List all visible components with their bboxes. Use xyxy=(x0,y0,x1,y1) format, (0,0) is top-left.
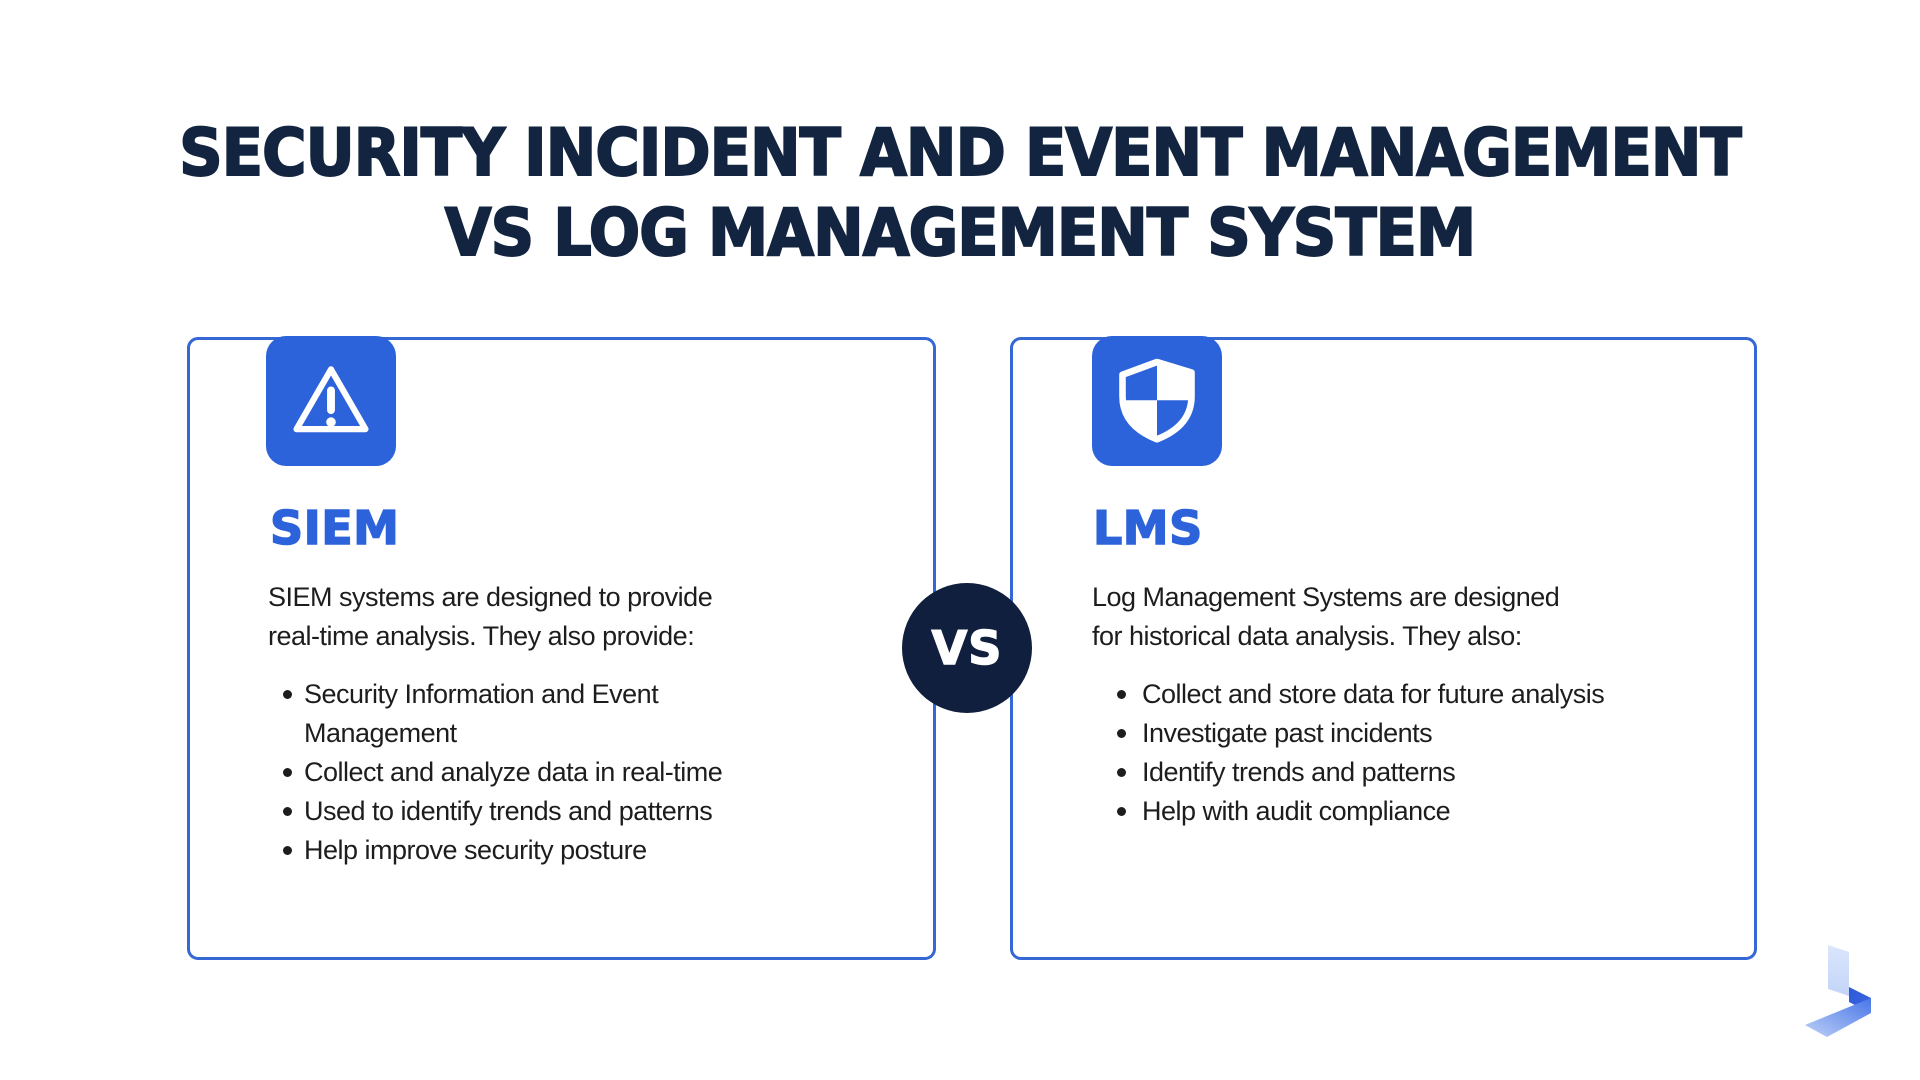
text-line: Collect and store data for future analys… xyxy=(1142,679,1605,709)
text-line: Help with audit compliance xyxy=(1142,796,1451,826)
bullet-item: Identify trends and patterns xyxy=(1093,753,1604,792)
bullet-item: Used to identify trends and patterns xyxy=(270,792,722,831)
lms-bullet-list: Collect and store data for future analys… xyxy=(1093,675,1605,831)
bullet-item: Help with audit compliance xyxy=(1093,792,1604,831)
text-line: Collect and analyze data in real-time xyxy=(304,757,723,787)
text-line: Log Management Systems are designed xyxy=(1092,582,1560,612)
bullet-item: Help improve security posture xyxy=(270,831,722,870)
text-line: for historical data analysis. They also: xyxy=(1092,621,1522,651)
shield-icon xyxy=(1092,336,1222,466)
text-line: Security Information and Event xyxy=(304,679,659,709)
warning-triangle-glyph xyxy=(293,366,369,433)
lms-heading: LMS xyxy=(1092,501,1203,555)
bullet-item: Collect and analyze data in real-time xyxy=(270,753,723,792)
text-line: Identify trends and patterns xyxy=(1142,757,1456,787)
text-line: Help improve security posture xyxy=(304,835,647,865)
bullet-item: Collect and store data for future analys… xyxy=(1093,675,1605,714)
title-line-2: VS LOG MANAGEMENT SYSTEM xyxy=(444,195,1477,272)
shield-glyph xyxy=(1119,358,1195,443)
siem-intro: SIEM systems are designed to provide real… xyxy=(268,578,713,656)
brand-logo xyxy=(1805,945,1871,1037)
warning-triangle-icon xyxy=(266,336,396,466)
siem-heading: SIEM xyxy=(269,501,400,555)
vs-label: VS xyxy=(931,620,1003,676)
bullet-item: Investigate past incidents xyxy=(1093,714,1604,753)
page-title: SECURITY INCIDENT AND EVENT MANAGEMENT V… xyxy=(67,114,1853,274)
text-line: Investigate past incidents xyxy=(1142,718,1433,748)
lms-intro: Log Management Systems are designed for h… xyxy=(1092,578,1560,656)
text-line: Used to identify trends and patterns xyxy=(304,796,713,826)
text-line: SIEM systems are designed to provide xyxy=(268,582,713,612)
title-line-1: SECURITY INCIDENT AND EVENT MANAGEMENT xyxy=(178,115,1742,192)
vs-badge: VS xyxy=(902,583,1032,713)
text-line: real-time analysis. They also provide: xyxy=(268,621,695,651)
text-line: Management xyxy=(304,718,457,748)
